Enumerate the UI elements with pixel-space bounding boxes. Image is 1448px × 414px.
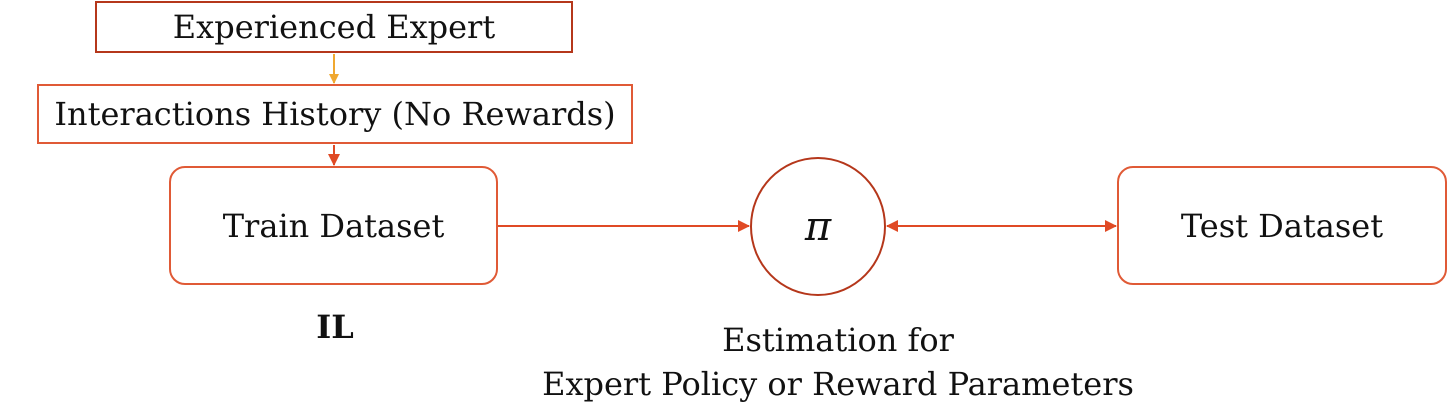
estimation-caption-line2: Expert Policy or Reward Parameters (542, 365, 1134, 403)
policy-symbol: π (804, 203, 832, 250)
estimation-caption: Estimation for Expert Policy or Reward P… (488, 318, 1188, 406)
estimation-caption-line1: Estimation for (722, 321, 954, 359)
train-dataset-node: Train Dataset (169, 166, 498, 285)
experienced-expert-label: Experienced Expert (172, 8, 496, 46)
test-dataset-node: Test Dataset (1117, 166, 1447, 285)
interactions-history-node: Interactions History (No Rewards) (37, 84, 633, 144)
policy-node: π (750, 157, 886, 296)
train-dataset-label: Train Dataset (222, 206, 445, 245)
test-dataset-label: Test Dataset (1180, 206, 1384, 245)
interactions-history-label: Interactions History (No Rewards) (54, 95, 616, 133)
il-label: IL (316, 308, 354, 346)
experienced-expert-node: Experienced Expert (95, 1, 573, 53)
